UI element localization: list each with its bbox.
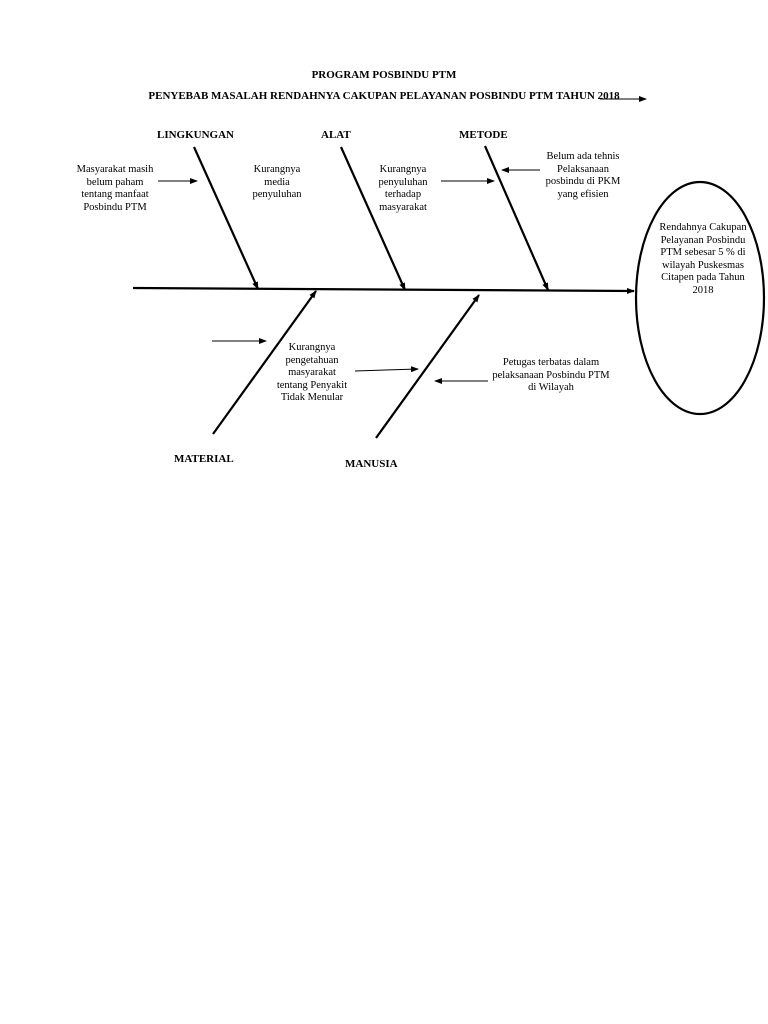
cause-metode: Belum ada tehnis Pelaksanaan posbindu di… [545, 151, 621, 200]
bone-alat [339, 146, 407, 291]
bone-material [212, 290, 317, 435]
cause-manusia: Petugas terbatas dalam pelaksanaan Posbi… [492, 357, 610, 393]
cause-material: Kurangnya pengetahuan masyarakat tentang… [276, 342, 348, 403]
effect-ellipse [634, 180, 766, 416]
cause-alat-penyuluhan: Kurangnya penyuluhan terhadap masyarakat [378, 164, 428, 213]
arrow-material-cause [354, 366, 419, 373]
category-manusia: MANUSIA [345, 458, 398, 470]
bone-manusia [375, 294, 480, 439]
category-alat: ALAT [321, 129, 351, 141]
diagram-subtitle: PENYEBAB MASALAH RENDAHNYA CAKUPAN PELAY… [148, 90, 620, 102]
cause-lingkungan: Masyarakat masih belum paham tentang man… [76, 164, 154, 213]
spine-line [132, 286, 635, 294]
effect-text: Rendahnya Cakupan Pelayanan Posbindu PTM… [659, 222, 747, 296]
bone-metode [483, 145, 550, 291]
category-lingkungan: LINGKUNGAN [157, 129, 235, 141]
bone-lingkungan [192, 146, 260, 290]
category-metode: METODE [459, 129, 508, 141]
cause-alat-media: Kurangnya media penyuluhan [252, 164, 302, 200]
category-material: MATERIAL [174, 453, 234, 465]
diagram-title: PROGRAM POSBINDU PTM [311, 69, 457, 81]
